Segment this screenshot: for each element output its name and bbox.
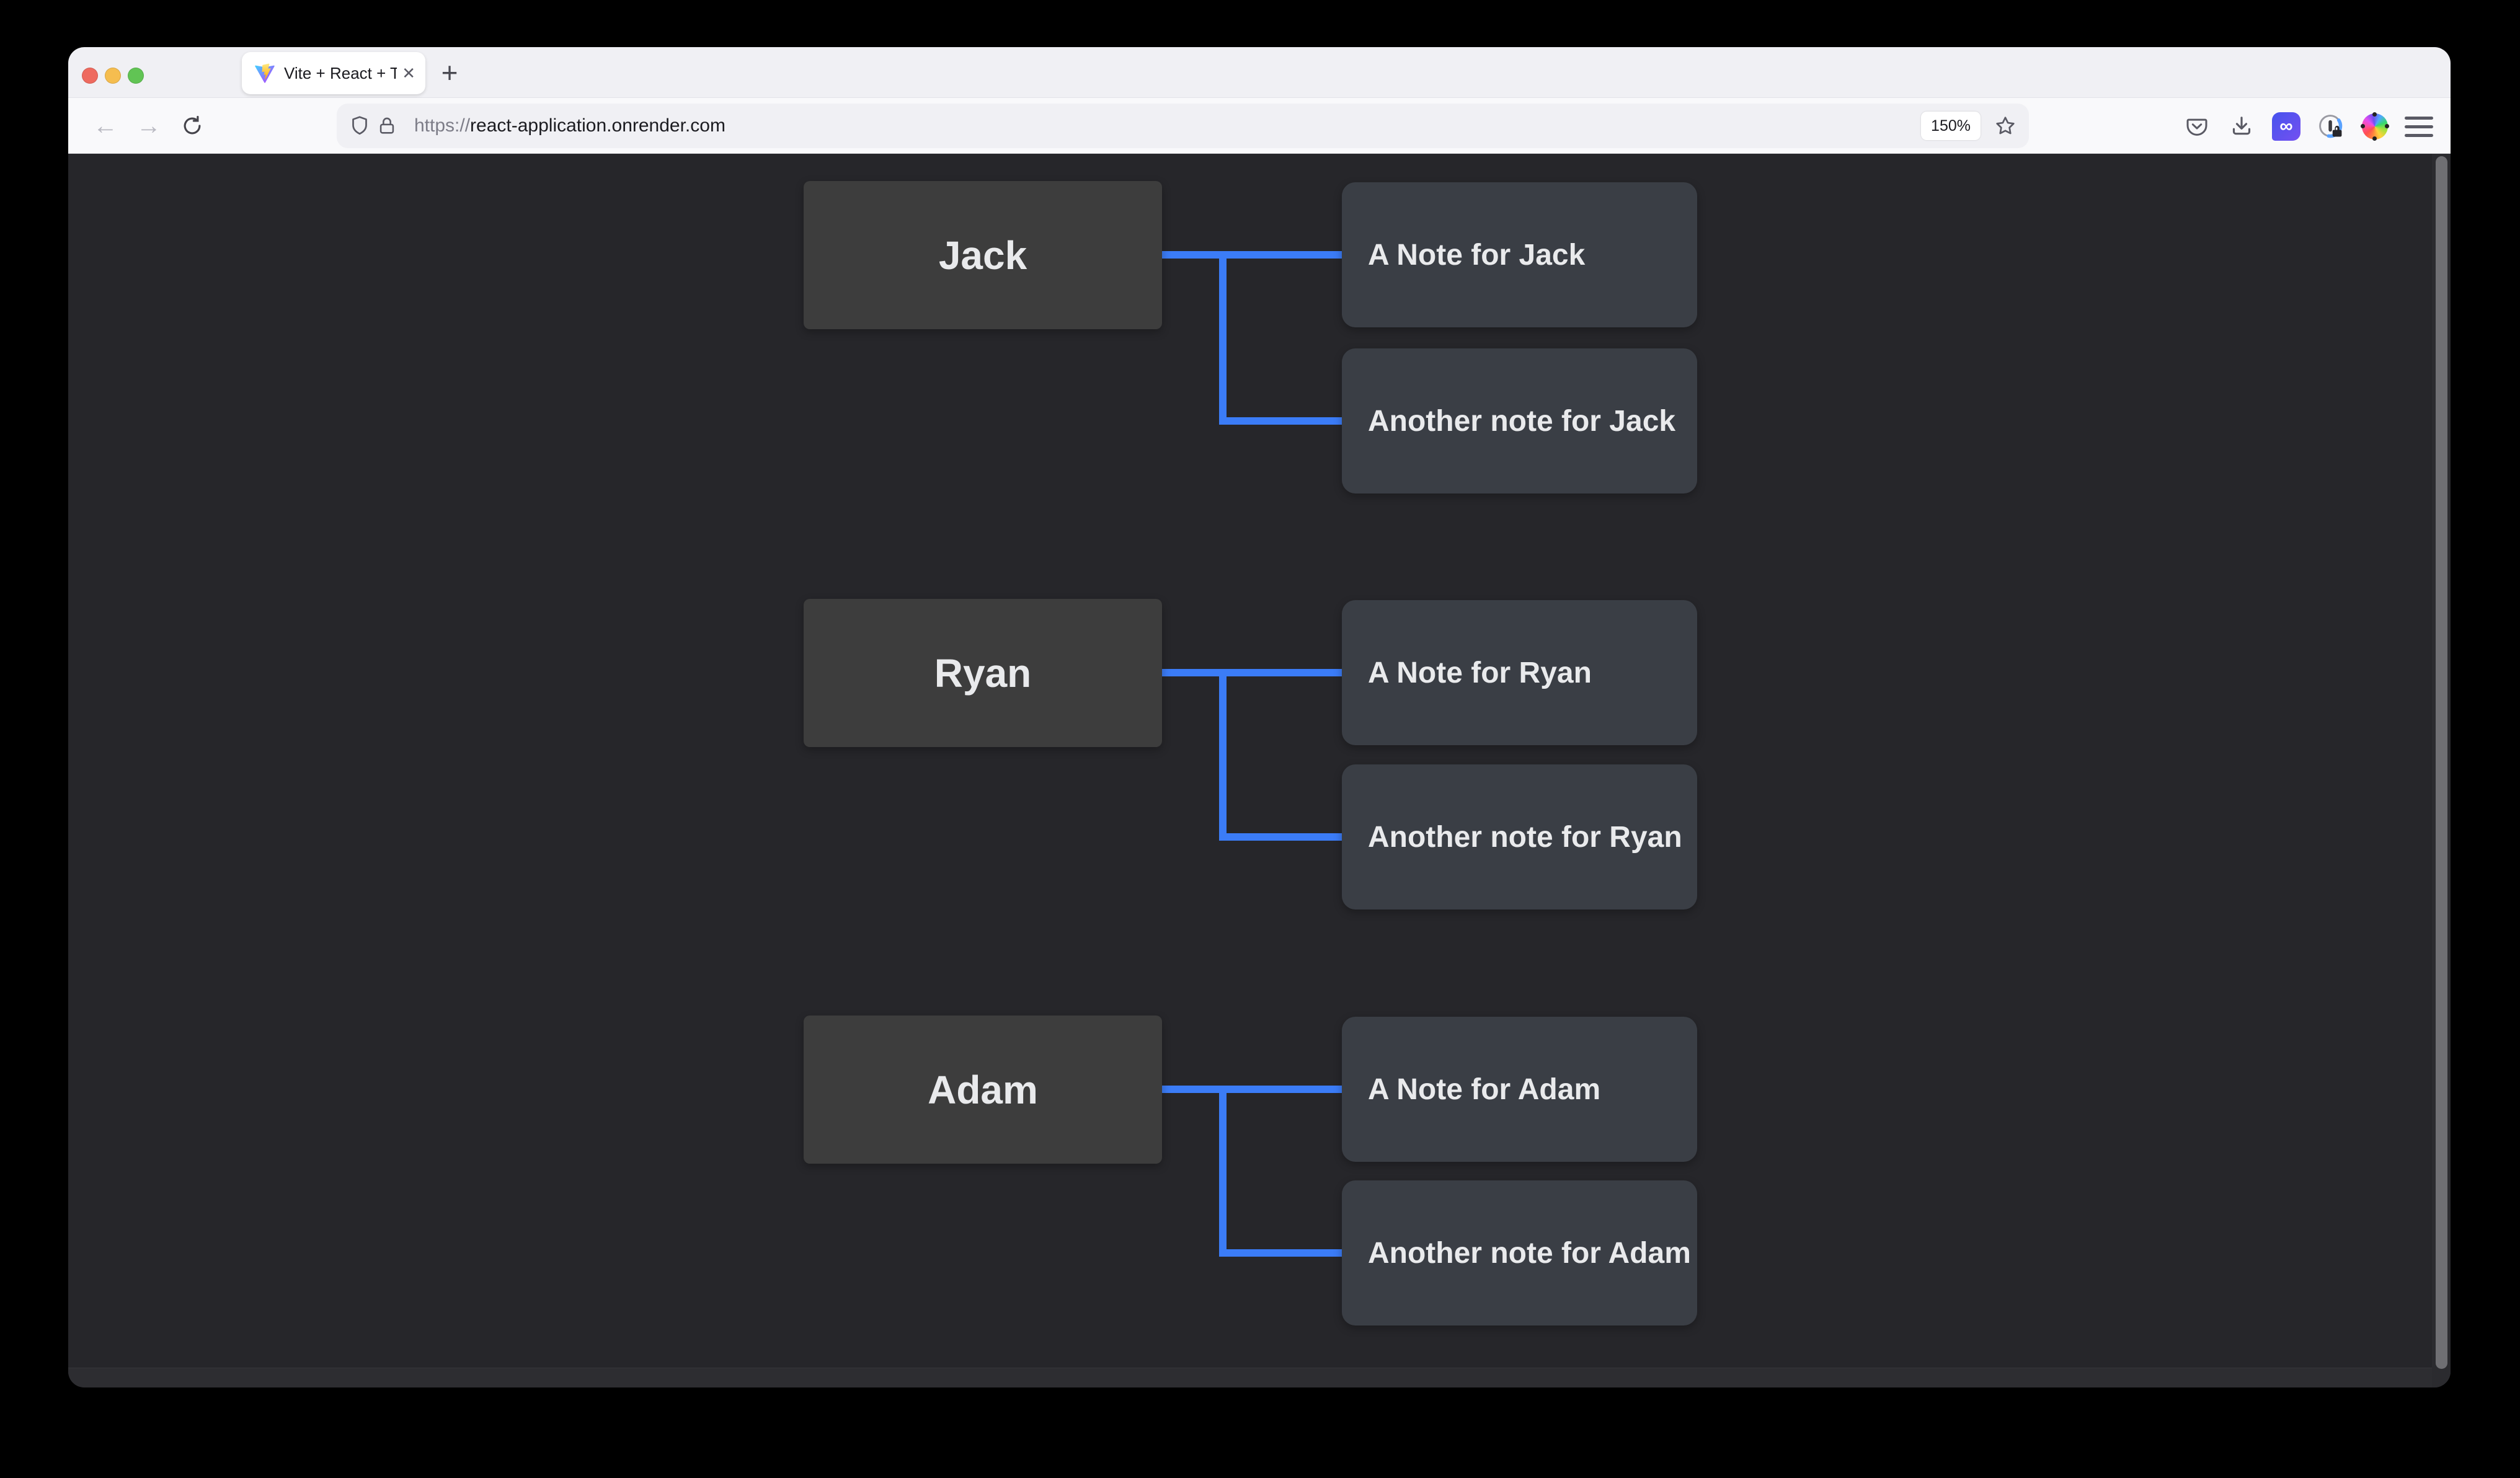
link-extension-icon[interactable]: ∞	[2272, 112, 2300, 141]
new-tab-button[interactable]: +	[441, 56, 458, 89]
note-node[interactable]: Another note for Jack	[1342, 348, 1697, 493]
edge-adam-note2	[1219, 1249, 1342, 1257]
edge-jack-branch	[1219, 251, 1227, 425]
react-flow-canvas[interactable]: Jack A Note for Jack Another note for Ja…	[68, 154, 2451, 1387]
note-node[interactable]: Another note for Ryan	[1342, 764, 1697, 909]
color-wheel-extension-icon[interactable]	[2361, 112, 2389, 141]
tracking-protection-shield-icon[interactable]	[346, 112, 373, 139]
edge-jack-note1	[1162, 251, 1342, 259]
back-button[interactable]: ←	[93, 112, 118, 139]
note-node[interactable]: A Note for Adam	[1342, 1017, 1697, 1162]
privacy-extension-icon[interactable]	[2317, 112, 2345, 141]
parent-node-adam[interactable]: Adam	[804, 1016, 1162, 1164]
download-icon[interactable]	[2227, 112, 2256, 141]
vertical-scrollbar-track[interactable]	[2432, 154, 2451, 1387]
url-scheme: https://	[414, 115, 471, 136]
tab-bar: Vite + React + TS ✕ +	[68, 47, 2451, 98]
edge-ryan-branch	[1219, 669, 1227, 841]
vite-logo-icon	[254, 63, 275, 84]
url-host: react-application.onrender.com	[470, 115, 725, 136]
zoom-window-button[interactable]	[128, 68, 144, 84]
tab-vite-react-ts[interactable]: Vite + React + TS ✕	[242, 52, 425, 94]
edge-jack-note2	[1219, 417, 1342, 425]
parent-node-jack[interactable]: Jack	[804, 181, 1162, 329]
forward-button[interactable]: →	[136, 112, 161, 139]
vertical-scrollbar-thumb[interactable]	[2436, 156, 2447, 1369]
browser-window: Vite + React + TS ✕ + ← →	[68, 47, 2451, 1387]
pocket-icon[interactable]	[2183, 112, 2211, 141]
reload-button[interactable]	[177, 111, 207, 141]
tab-title: Vite + React + TS	[284, 63, 397, 82]
hamburger-lines	[2405, 116, 2433, 137]
note-node[interactable]: A Note for Jack	[1342, 182, 1697, 327]
edge-adam-note1	[1162, 1086, 1342, 1093]
edge-ryan-note1	[1162, 669, 1342, 676]
edge-adam-branch	[1219, 1086, 1227, 1257]
minimize-window-button[interactable]	[105, 68, 121, 84]
tab-close-icon[interactable]: ✕	[402, 63, 415, 82]
navigation-toolbar: ← → https://react-application.onrender.c…	[68, 98, 2451, 154]
close-window-button[interactable]	[82, 68, 98, 84]
color-wheel	[2361, 112, 2389, 141]
parent-node-ryan[interactable]: Ryan	[804, 599, 1162, 747]
page-zoom-indicator[interactable]: 150%	[1921, 112, 1981, 140]
window-controls	[82, 68, 144, 84]
url-bar[interactable]: https://react-application.onrender.com 1…	[337, 104, 2029, 148]
note-node[interactable]: Another note for Adam	[1342, 1180, 1697, 1325]
https-lock-icon[interactable]	[373, 112, 401, 139]
url-text: https://react-application.onrender.com	[414, 115, 1921, 136]
horizontal-scrollbar-track[interactable]	[68, 1368, 2451, 1387]
edge-ryan-note2	[1219, 833, 1342, 841]
link-extension-badge: ∞	[2272, 112, 2300, 141]
note-node[interactable]: A Note for Ryan	[1342, 600, 1697, 745]
app-menu-hamburger-icon[interactable]	[2405, 112, 2433, 141]
bookmark-star-icon[interactable]	[1992, 112, 2019, 139]
